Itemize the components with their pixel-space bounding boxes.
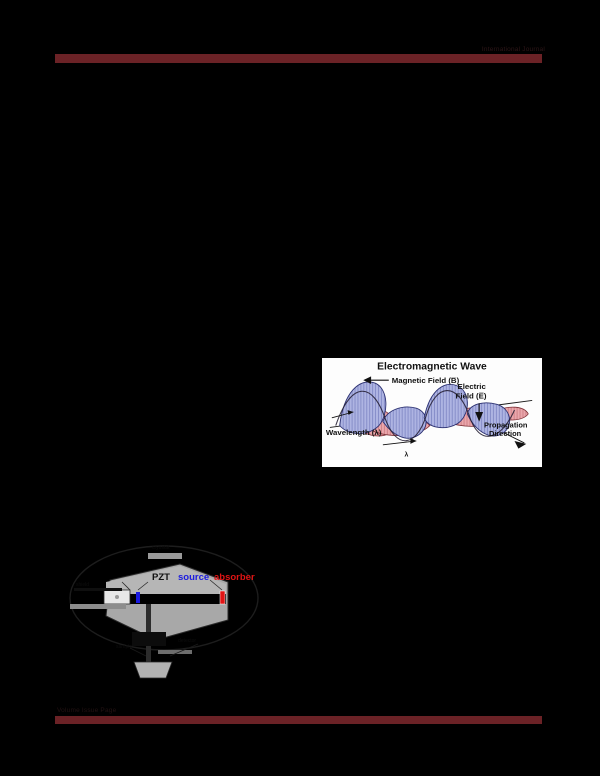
left-annotation: shield bbox=[76, 582, 89, 588]
magnetic-lobe-4 bbox=[466, 402, 511, 437]
cavity bbox=[116, 594, 226, 604]
electromagnetic-wave-figure: Electromagnetic Wave Magnetic Field (B̅)… bbox=[320, 356, 544, 469]
source-label: source bbox=[178, 572, 209, 583]
em-title: Electromagnetic Wave bbox=[377, 362, 487, 373]
electric-field-label-line1: Electric bbox=[458, 382, 487, 391]
rod-collar bbox=[132, 632, 166, 646]
header-text: International Journal bbox=[481, 46, 545, 53]
electric-field-label-line2: Field (E̅) bbox=[456, 392, 487, 401]
lower-bar bbox=[158, 650, 192, 654]
propagation-label-line2: Direction bbox=[489, 429, 522, 438]
lambda-symbol: λ bbox=[405, 450, 409, 458]
bottom-left-annotation: sample bbox=[116, 644, 132, 650]
shield-plate-2 bbox=[70, 604, 126, 609]
em-wave-illustration: Electromagnetic Wave Magnetic Field (B̅)… bbox=[322, 358, 542, 467]
absorber-marker bbox=[219, 590, 226, 605]
magnetic-lobe-1 bbox=[339, 381, 387, 434]
apparatus-figure: cryostat shield bbox=[60, 520, 290, 690]
wavelength-label: Wavelength (λ) bbox=[326, 428, 382, 437]
propagation-label-line1: Propagation bbox=[484, 421, 528, 430]
bottom-right-annotation: detector bbox=[178, 638, 196, 644]
apparatus-body-top bbox=[106, 566, 226, 594]
absorber-label: absorber bbox=[214, 572, 255, 583]
pzt-label: PZT bbox=[152, 572, 170, 583]
top-annotation: cryostat bbox=[152, 545, 170, 551]
header-rule bbox=[55, 54, 542, 63]
footer-rule bbox=[55, 716, 542, 724]
shield-plate-1 bbox=[74, 588, 122, 591]
pzt-dot bbox=[115, 595, 119, 599]
pedestal bbox=[133, 661, 173, 679]
source-marker bbox=[136, 592, 140, 603]
magnetic-field-label: Magnetic Field (B̅) bbox=[392, 376, 460, 385]
apparatus-illustration: cryostat shield bbox=[60, 520, 290, 690]
magnetic-lobe-3 bbox=[423, 384, 468, 429]
footer-text: Volume Issue Page bbox=[57, 707, 117, 714]
top-block bbox=[148, 553, 182, 559]
